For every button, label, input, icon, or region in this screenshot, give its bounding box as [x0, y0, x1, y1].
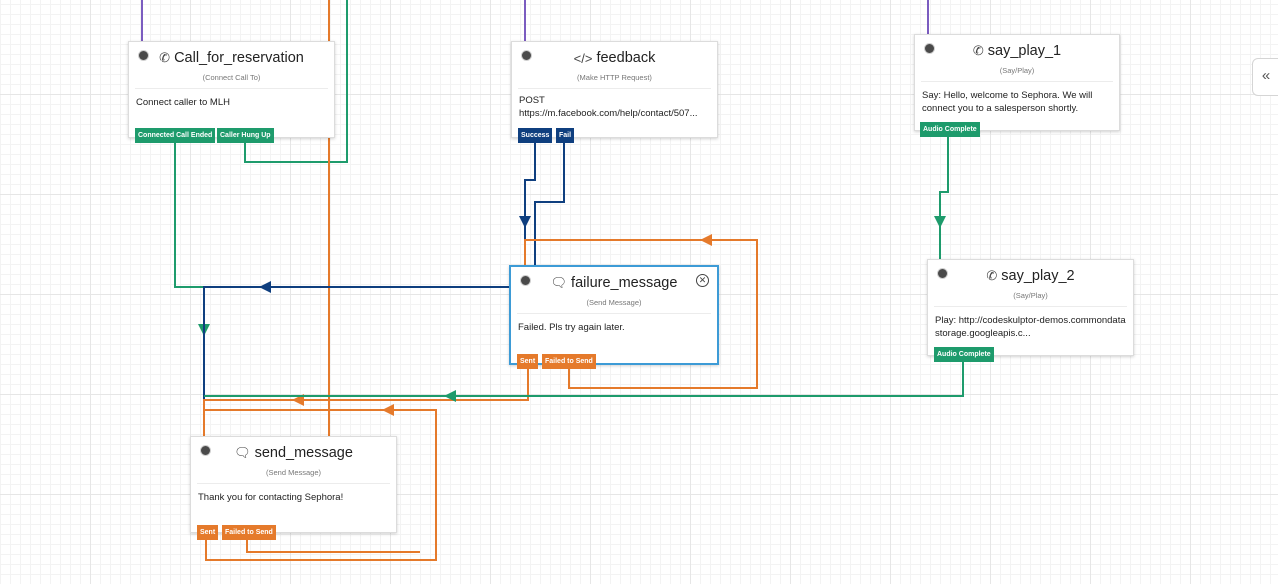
node-title: Call_for_reservation	[174, 50, 304, 66]
node-header: ✆ say_play_1	[915, 43, 1119, 59]
wire-green-connected	[174, 143, 210, 336]
divider	[518, 88, 711, 89]
phone-icon: ✆	[986, 268, 998, 283]
node-connector-dot[interactable]	[924, 43, 935, 54]
wire-orange-sm-sent	[205, 404, 437, 561]
node-title: feedback	[596, 50, 656, 66]
node-header: 🗨 send_message	[191, 445, 396, 461]
node-say-play-2[interactable]: ✆ say_play_2 (Say/Play) Play: http://cod…	[927, 259, 1134, 356]
wire-orange-sent	[292, 368, 529, 406]
wire-orange-sm-fail	[246, 540, 420, 553]
port-sent[interactable]: Sent	[197, 525, 219, 540]
play-url: Play: http://codeskulptor-demos.commonda…	[935, 315, 1126, 339]
node-say-play-1[interactable]: ✆ say_play_1 (Say/Play) Say: Hello, welc…	[914, 34, 1120, 131]
node-connector-dot[interactable]	[138, 50, 149, 61]
port-connected-call-ended[interactable]: Connected Call Ended	[135, 128, 216, 143]
node-title: say_play_1	[987, 43, 1062, 59]
wire-green-say	[934, 137, 949, 228]
node-body: Connect caller to MLH	[136, 97, 230, 108]
phone-icon: ✆	[972, 43, 984, 58]
port-failed-to-send[interactable]: Failed to Send	[542, 354, 596, 369]
message-icon: 🗨	[550, 275, 568, 290]
collapse-panel-button[interactable]: «	[1252, 58, 1278, 96]
node-failure-message[interactable]: ✕ 🗨 failure_message (Send Message) Faile…	[509, 265, 719, 365]
node-title: say_play_2	[1001, 268, 1075, 284]
node-body: Play: http://codeskulptor-demos.commonda…	[928, 307, 1133, 347]
divider	[197, 483, 390, 484]
node-body: Say: Hello, welcome to Sephora. We will …	[922, 90, 1093, 114]
node-type: (Connect Call To)	[202, 73, 261, 82]
wire-blue-success	[519, 143, 536, 228]
node-connector-dot[interactable]	[520, 275, 531, 286]
port-audio-complete[interactable]: Audio Complete	[920, 122, 980, 137]
node-type: (Send Message)	[265, 468, 322, 477]
wire-green-audio2	[444, 361, 964, 402]
wire-green-top	[244, 0, 348, 163]
double-chevron-left-icon: «	[1261, 67, 1271, 84]
wire-orange-fail-loop	[568, 234, 758, 389]
port-audio-complete[interactable]: Audio Complete	[934, 347, 994, 362]
divider	[135, 88, 328, 89]
node-type: (Say/Play)	[999, 66, 1035, 75]
divider	[934, 306, 1127, 307]
node-header: </> feedback	[512, 50, 717, 66]
node-title: send_message	[254, 445, 353, 461]
node-send-message[interactable]: 🗨 send_message (Send Message) Thank you …	[190, 436, 397, 533]
node-header: ✆ say_play_2	[928, 268, 1133, 284]
port-success[interactable]: Success	[518, 128, 553, 143]
node-body: Failed. Pls try again later.	[518, 322, 625, 333]
node-body: Thank you for contacting Sephora!	[198, 492, 344, 503]
close-icon[interactable]: ✕	[696, 274, 709, 287]
node-header: 🗨 failure_message	[511, 275, 717, 291]
port-caller-hung-up[interactable]: Caller Hung Up	[217, 128, 274, 143]
phone-icon: ✆	[159, 50, 171, 65]
http-url: https://m.facebook.com/help/contact/507.…	[519, 108, 698, 119]
node-connector-dot[interactable]	[200, 445, 211, 456]
message-icon: 🗨	[234, 445, 251, 460]
port-failed-to-send[interactable]: Failed to Send	[222, 525, 276, 540]
node-type: (Send Message)	[586, 298, 642, 307]
node-connector-dot[interactable]	[521, 50, 532, 61]
divider	[517, 313, 711, 314]
port-sent[interactable]: Sent	[517, 354, 539, 369]
divider	[921, 81, 1113, 82]
port-fail[interactable]: Fail	[556, 128, 575, 143]
node-feedback[interactable]: </> feedback (Make HTTP Request) POST ht…	[511, 41, 718, 138]
node-title: failure_message	[571, 275, 678, 291]
http-method: POST	[519, 95, 545, 106]
node-header: ✆ Call_for_reservation	[129, 50, 334, 66]
code-icon: </>	[573, 50, 593, 66]
node-call-for-reservation[interactable]: ✆ Call_for_reservation (Connect Call To)…	[128, 41, 335, 138]
node-body: POST https://m.facebook.com/help/contact…	[512, 89, 717, 127]
node-connector-dot[interactable]	[937, 268, 948, 279]
node-type: (Say/Play)	[1013, 291, 1048, 300]
wire-blue-fail	[259, 143, 565, 293]
node-type: (Make HTTP Request)	[577, 73, 652, 82]
